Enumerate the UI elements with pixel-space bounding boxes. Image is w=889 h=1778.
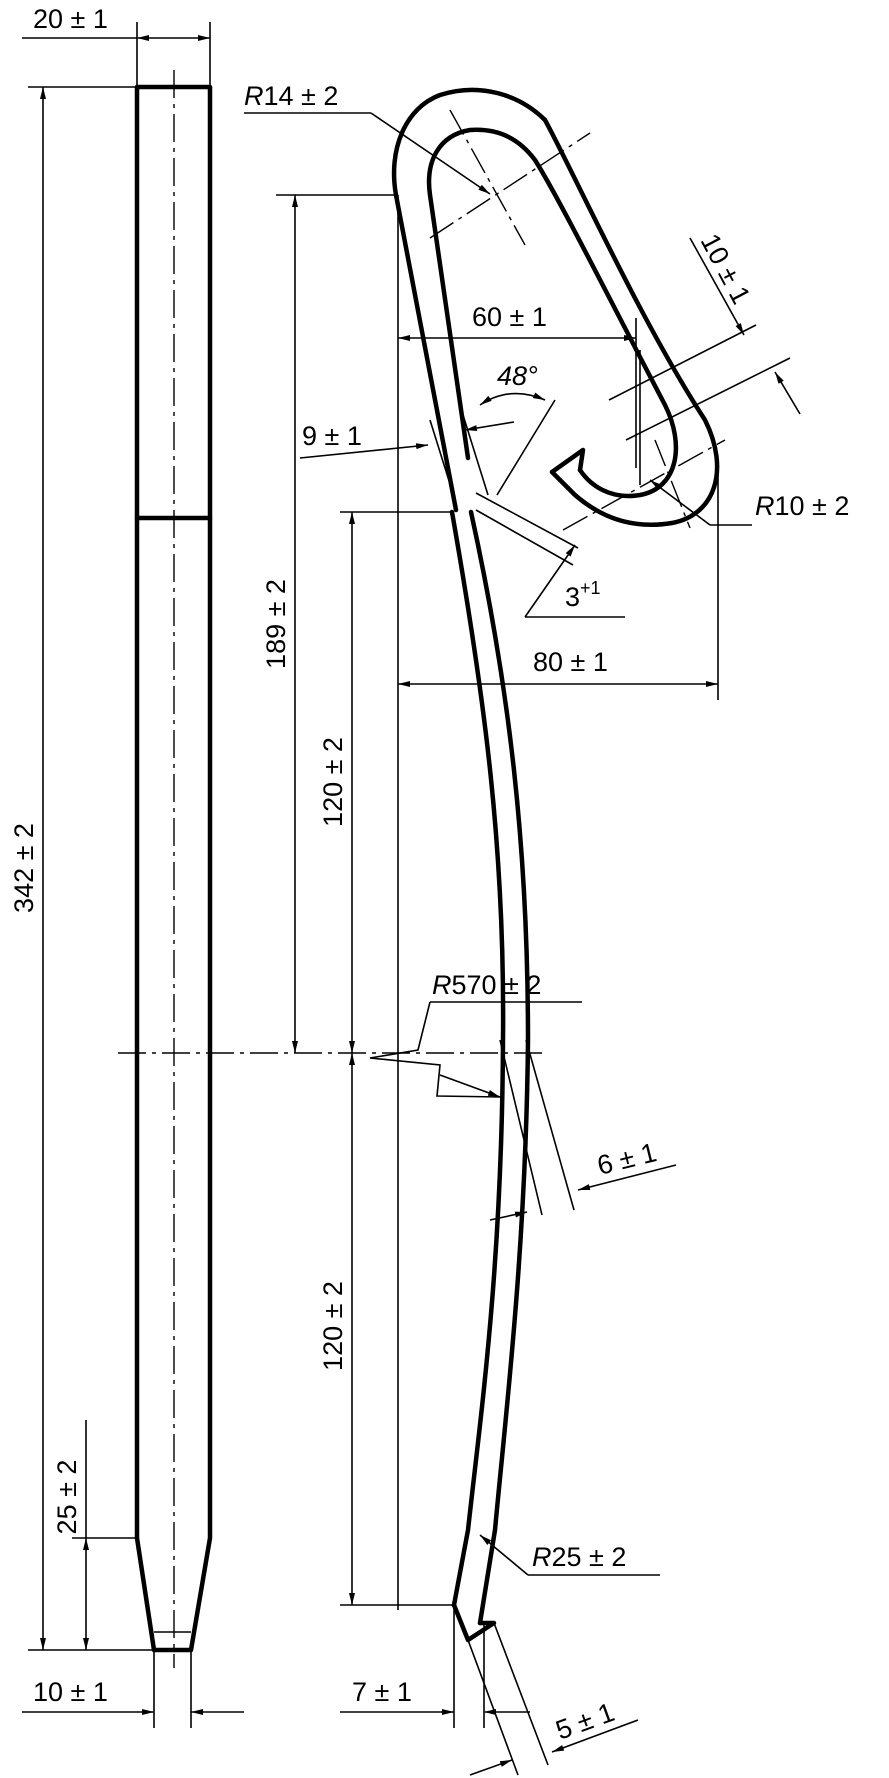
dim-line-foot-thickness (469, 1759, 513, 1776)
dim-line-eye-gap (689, 237, 745, 336)
dim-foot-thickness: 5 ± 1 (552, 1697, 619, 1746)
dim-eye-radius: 10 ± 2 (775, 491, 850, 521)
dim-overall-length: 342 ± 2 (9, 823, 39, 913)
dim-line-eye-gap (774, 371, 801, 415)
dim-blade-thickness: 6 ± 1 (594, 1137, 659, 1181)
dim-line-bend-radius (439, 1074, 501, 1098)
dim-foot-radius: 25 ± 2 (552, 1542, 627, 1572)
dim-line-bend-radius (369, 1001, 503, 1098)
extension-line (475, 492, 579, 549)
eye-centerline (654, 439, 691, 529)
dim-notch-depth: 3 (565, 582, 580, 612)
radius-symbol: R (532, 1542, 552, 1572)
extension-line (429, 419, 456, 501)
extension-line (499, 1039, 543, 1216)
eye-centerline (562, 439, 726, 531)
hook-outline-inner (426, 127, 679, 499)
dim-eye-radius-text: R10 ± 2 (755, 491, 849, 521)
dim-line-wall-thickness (299, 443, 429, 459)
extension-line (625, 357, 791, 441)
dim-hook-radius: 14 ± 2 (264, 81, 339, 111)
extension-line (462, 414, 489, 496)
dim-line-notch (524, 544, 576, 618)
dim-lower-segment: 120 ± 2 (318, 1281, 348, 1371)
radius-symbol: R (244, 81, 264, 111)
dim-upper-segment: 120 ± 2 (318, 737, 348, 827)
extension-line (525, 1039, 575, 1211)
radius-symbol: R (755, 491, 775, 521)
hook-centerline (449, 109, 526, 246)
dim-line-wall-thickness (464, 421, 515, 432)
dim-angle: 48° (497, 361, 538, 391)
dim-line-foot-thickness (551, 1719, 639, 1753)
dim-line-hook-radius (370, 112, 491, 195)
dim-hook-span: 60 ± 1 (472, 302, 547, 332)
hook-centerline (429, 132, 591, 239)
dim-width-top: 20 ± 1 (33, 4, 108, 34)
hook-outline-outer (391, 87, 720, 527)
extension-line (467, 1639, 519, 1776)
dim-overall-width: 80 ± 1 (533, 647, 608, 677)
extension-line (608, 324, 757, 401)
side-view: R14 ± 2 189 ± 2 60 ± 1 10 ± 1 48° 9 ± 1 (118, 81, 849, 1776)
dim-notch-text: 3+1 (565, 578, 601, 612)
blade-outline-right (468, 509, 531, 1626)
dim-eye-gap: 10 ± 1 (695, 229, 757, 309)
extension-line (493, 1622, 549, 1766)
dim-line-blade-thickness (489, 1211, 528, 1221)
hook-end (549, 447, 586, 475)
dim-bend-radius-text: R570 ± 2 (432, 970, 541, 1000)
dim-notch-tolerance: +1 (580, 578, 601, 598)
dim-line-foot-radius (479, 1534, 529, 1576)
angle-arc (479, 392, 546, 406)
dim-hook-radius-text: R14 ± 2 (244, 81, 338, 111)
dim-line-blade-thickness (577, 1164, 677, 1191)
dim-bend-radius: 570 ± 2 (452, 970, 542, 1000)
dim-taper-length: 25 ± 2 (52, 1460, 82, 1535)
front-view: 20 ± 1 342 ± 2 25 ± 2 10 ± 1 (9, 4, 244, 1728)
blade-outline-left (449, 509, 506, 1608)
dim-wall-thickness: 9 ± 1 (302, 421, 362, 451)
dim-tip-width: 10 ± 1 (33, 1677, 108, 1707)
extension-line (475, 509, 574, 566)
foot-outline (451, 1602, 497, 1643)
radius-symbol: R (432, 970, 452, 1000)
dim-hook-height: 189 ± 2 (261, 579, 291, 669)
dim-foot-radius-text: R25 ± 2 (532, 1542, 626, 1572)
extension-line (496, 399, 556, 496)
dim-foot-offset: 7 ± 1 (352, 1677, 412, 1707)
